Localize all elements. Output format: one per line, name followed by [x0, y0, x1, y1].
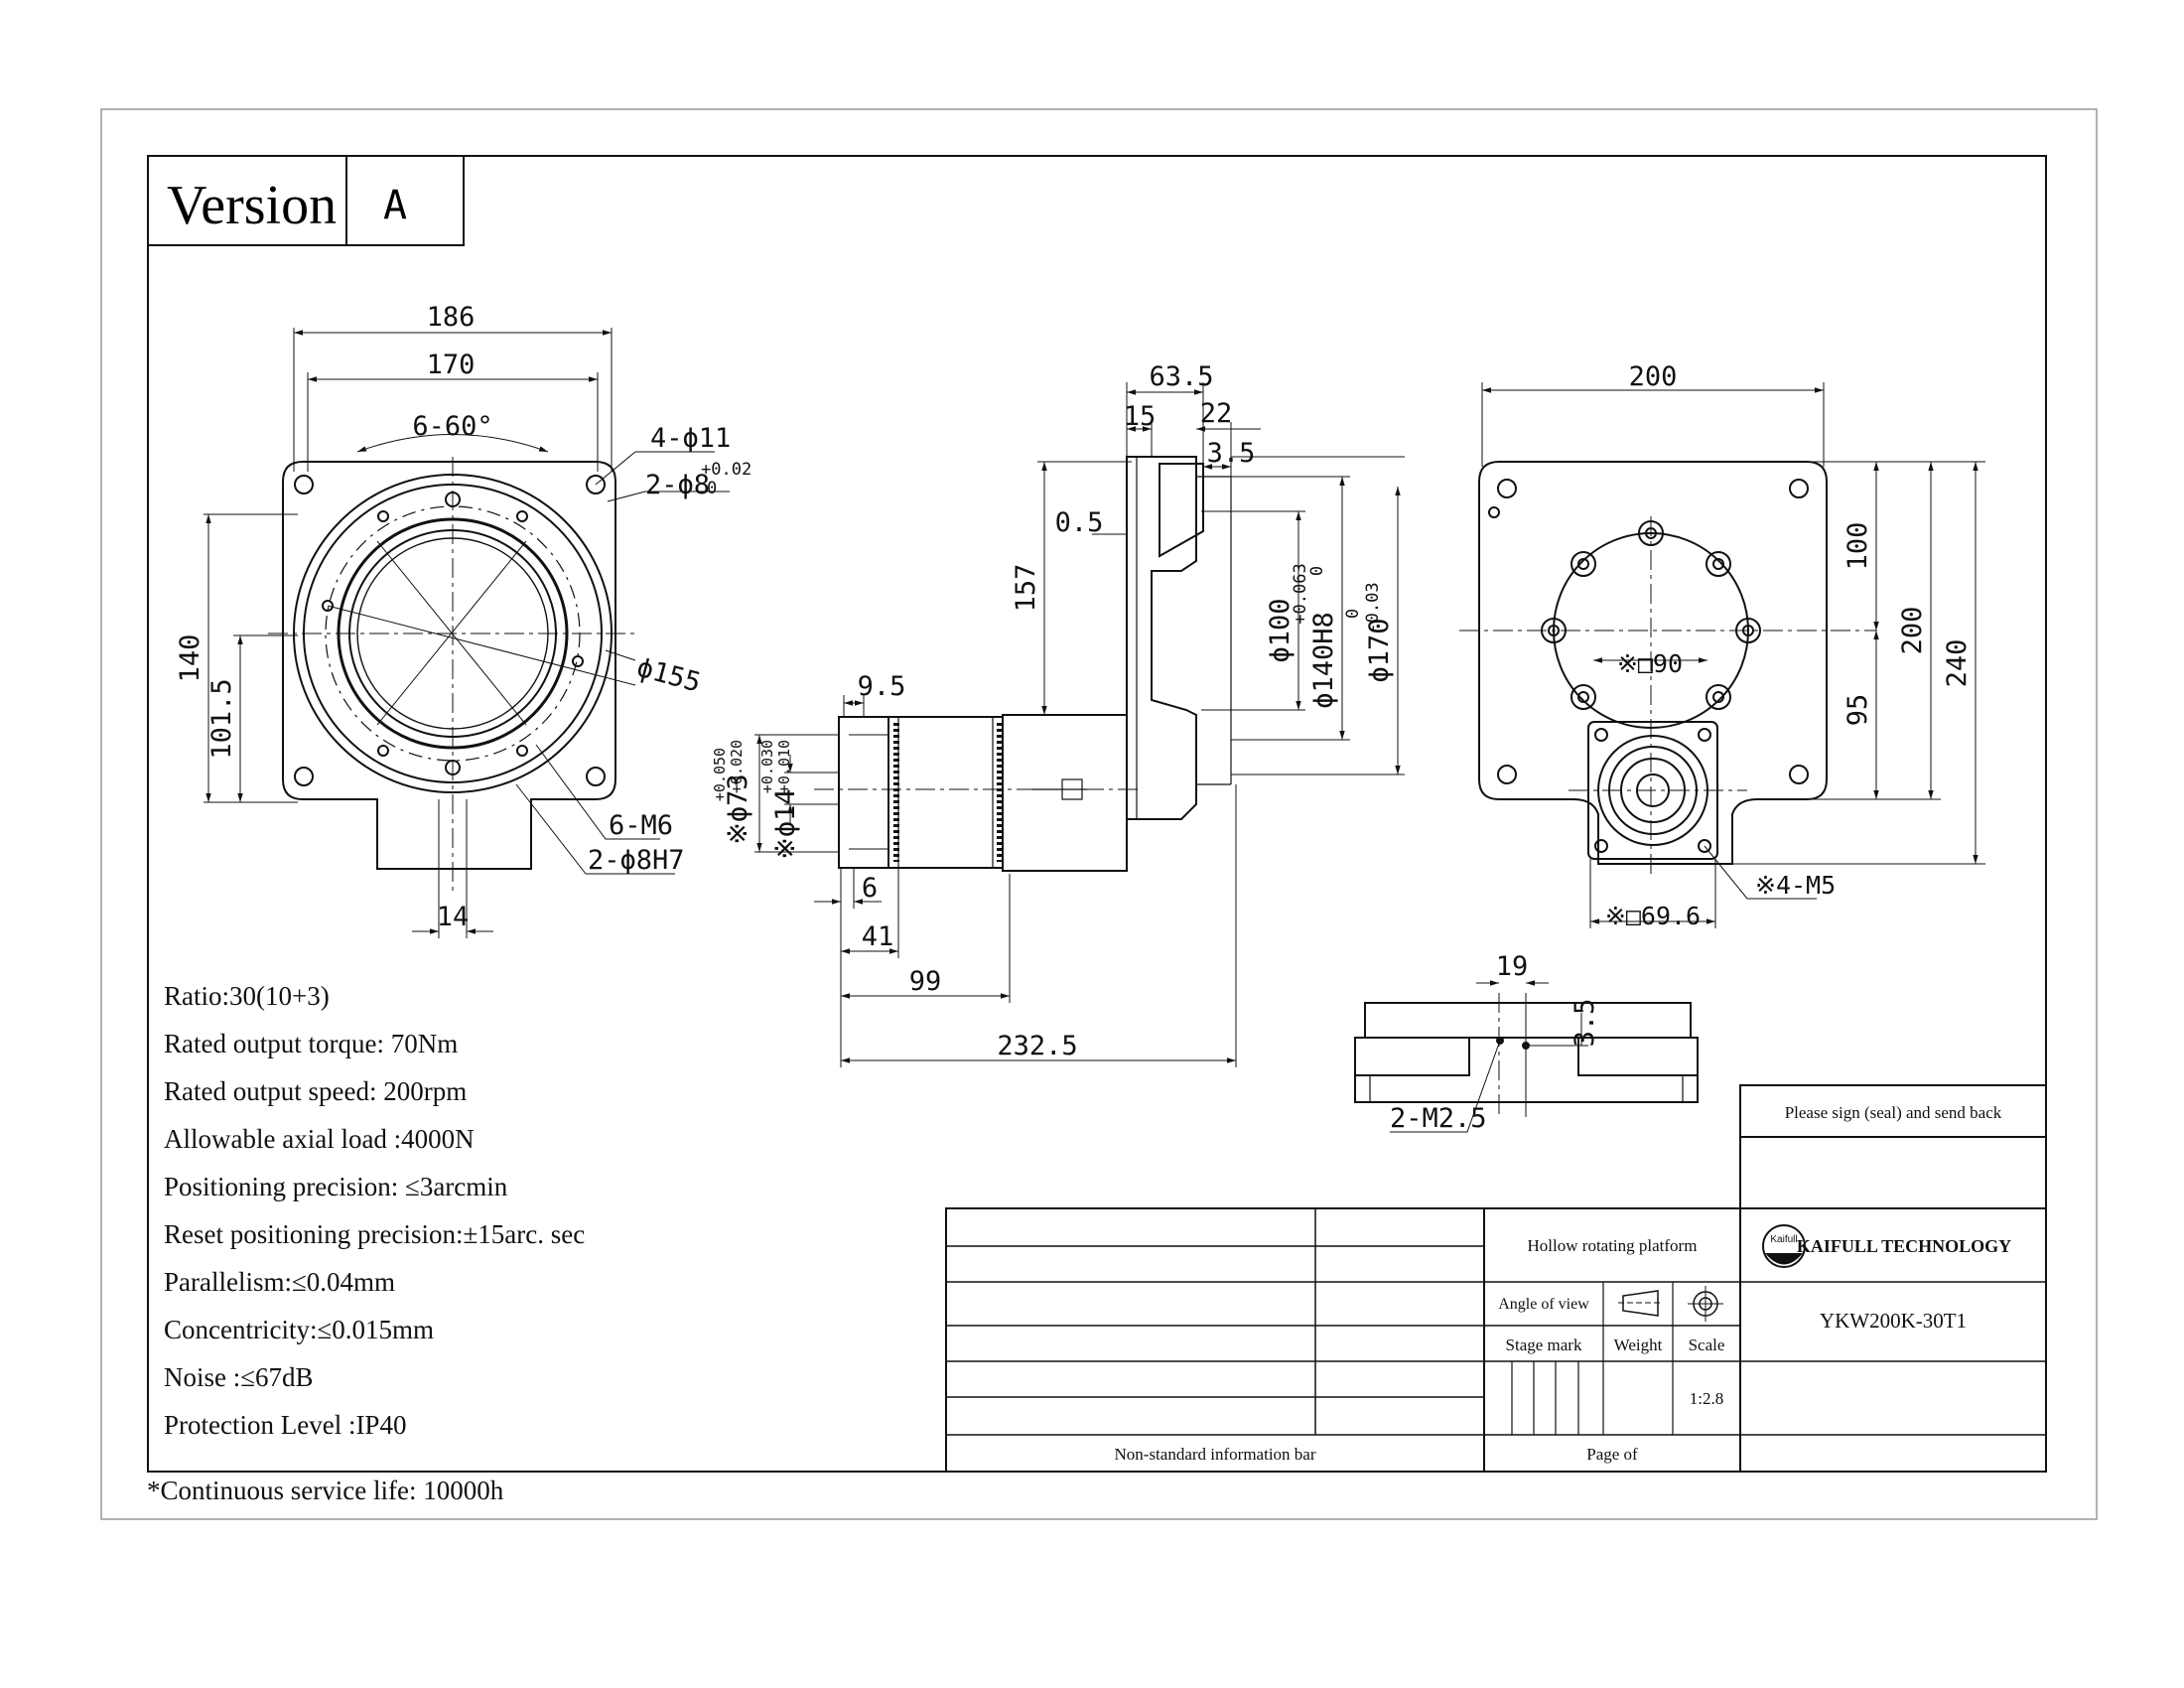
spec-line: Ratio:30(10+3) [164, 981, 330, 1011]
title-block-labels: Please sign (seal) and send back Hollow … [1115, 1103, 2012, 1464]
dim-140: 140 [175, 634, 205, 683]
spec-line: Parallelism:≤0.04mm [164, 1267, 395, 1297]
thread-2-m2-5: 2-M2.5 [1390, 1103, 1487, 1134]
tol-d8-top: +0.02 [701, 460, 751, 480]
dim-19: 19 [1496, 951, 1529, 982]
model-number: YKW200K-30T1 [1820, 1309, 1967, 1333]
nonstandard-info: Non-standard information bar [1115, 1445, 1316, 1464]
tol-140-bot: 0 [1307, 566, 1327, 576]
dim-d14-side: ※ϕ14 [770, 788, 801, 859]
weight-label: Weight [1614, 1336, 1663, 1354]
kaifull-logo-icon [1762, 1224, 1806, 1268]
product-name: Hollow rotating platform [1528, 1236, 1698, 1255]
sign-note: Please sign (seal) and send back [1785, 1103, 2002, 1122]
dim-101-5: 101.5 [206, 678, 237, 759]
dim-186: 186 [427, 302, 476, 333]
version-box: Version A [147, 155, 465, 246]
company-name: KAIFULL TECHNOLOGY [1797, 1236, 2011, 1256]
holes-2-d8: 2-ϕ8 [645, 470, 710, 500]
spec-list: Ratio:30(10+3) Rated output torque: 70Nm… [147, 981, 585, 1505]
dim-14: 14 [437, 902, 470, 932]
spec-line: Concentricity:≤0.015mm [164, 1315, 434, 1344]
dim-9-5: 9.5 [858, 671, 906, 702]
detail-view [1354, 980, 1699, 1133]
dim-6: 6 [862, 873, 878, 904]
dim-100-right: 100 [1843, 522, 1873, 571]
logo-text: Kaifull [1770, 1234, 1797, 1245]
dim-63-5: 63.5 [1149, 361, 1213, 392]
square-69-6: ※□69.6 [1605, 902, 1701, 930]
dim-232-5: 232.5 [997, 1031, 1077, 1061]
dim-22: 22 [1200, 398, 1233, 429]
dim-3-5-detail: 3.5 [1570, 999, 1600, 1048]
spec-line: Positioning precision: ≤3arcmin [164, 1172, 508, 1201]
tol-73-bot: +0.020 [728, 740, 746, 793]
tol-170-bot: -0.03 [1363, 582, 1383, 633]
spec-line: Protection Level :IP40 [164, 1410, 406, 1440]
dim-15: 15 [1124, 401, 1157, 432]
scale-value: 1:2.8 [1690, 1389, 1723, 1408]
dim-0-5: 0.5 [1055, 507, 1104, 538]
pin-2-d8h7: 2-ϕ8H7 [588, 845, 685, 876]
thread-4-m5: ※4-M5 [1755, 871, 1836, 900]
dim-95: 95 [1843, 694, 1873, 727]
version-label: Version [167, 175, 337, 236]
dim-d73: ※ϕ73 [723, 774, 753, 844]
service-life: *Continuous service life: 10000h [147, 1476, 504, 1505]
version-value: A [383, 183, 407, 228]
tol-14-bot: +0.010 [775, 740, 793, 793]
detail-view-labels: 19 3.5 2-M2.5 [1390, 951, 1600, 1134]
page-of: Page of [1586, 1445, 1638, 1464]
spec-line: Allowable axial load :4000N [164, 1124, 475, 1154]
projection-circle-icon [1688, 1286, 1723, 1322]
side-view-labels: 63.5 15 22 3.5 0.5 157 ϕ100 ϕ140H8 +0.06… [711, 361, 1395, 1061]
square-90: ※□90 [1617, 649, 1683, 678]
tol-140-top: +0.063 [1291, 563, 1310, 624]
spec-line: Noise :≤67dB [164, 1362, 314, 1392]
tol-14-top: +0.030 [758, 740, 776, 793]
dim-200-top: 200 [1629, 361, 1678, 392]
dim-240: 240 [1942, 639, 1973, 688]
title-block [945, 1084, 2047, 1473]
tol-d8-bot: 0 [707, 479, 717, 498]
dim-d140h8: ϕ140H8 [1308, 612, 1339, 709]
front-view [204, 328, 730, 938]
outer-border [100, 108, 2098, 1520]
spec-line: Reset positioning precision:±15arc. sec [164, 1219, 585, 1249]
holes-4-d11: 4-ϕ11 [650, 423, 731, 454]
dim-d170: ϕ170 [1364, 618, 1395, 682]
dim-155: ϕ155 [633, 652, 704, 699]
spec-line: Rated output speed: 200rpm [164, 1076, 467, 1106]
dim-170: 170 [427, 350, 476, 380]
right-view [1459, 382, 1985, 928]
angle-of-view: Angle of view [1498, 1296, 1589, 1313]
tol-170-top: 0 [1343, 609, 1363, 619]
dim-d100: ϕ100 [1265, 598, 1296, 662]
dim-3-5-side: 3.5 [1207, 438, 1256, 469]
right-view-labels: 200 100 95 200 240 ※□90 ※□69.6 ※4-M5 [1605, 361, 1973, 930]
front-view-labels: 186 170 6-60° 4-ϕ11 2-ϕ8 +0.02 0 140 101… [175, 302, 751, 932]
scale-label: Scale [1689, 1336, 1725, 1354]
thread-6-m6: 6-M6 [609, 810, 673, 841]
angle-6-60: 6-60° [412, 411, 492, 442]
stage-mark: Stage mark [1506, 1336, 1582, 1354]
projection-cone-icon [1622, 1290, 1659, 1317]
dim-41: 41 [862, 921, 894, 952]
tol-73-top: +0.050 [711, 748, 729, 801]
dim-99: 99 [909, 966, 942, 997]
spec-line: Rated output torque: 70Nm [164, 1029, 458, 1058]
side-view [754, 382, 1405, 1067]
dim-200-vertical: 200 [1897, 607, 1928, 655]
dim-157: 157 [1011, 564, 1041, 613]
